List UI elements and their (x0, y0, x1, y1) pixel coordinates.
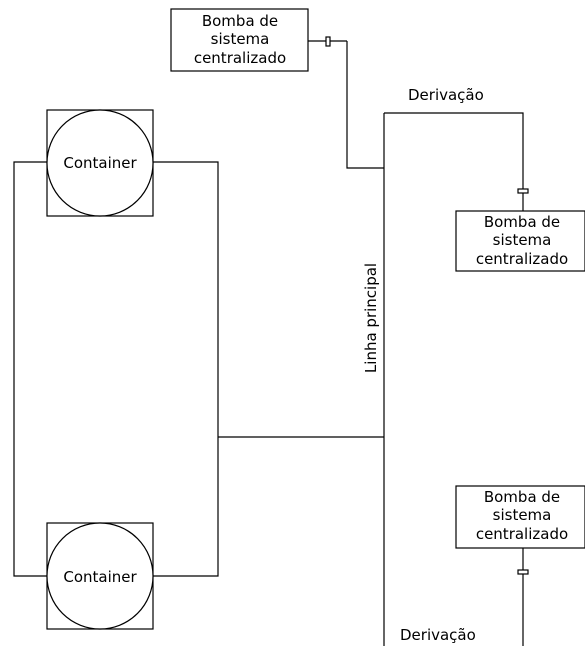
pump-top-box (170, 8, 309, 72)
pump-right-upper[interactable]: Bomba de sistema centralizado (455, 210, 585, 272)
pump-top[interactable]: Bomba de sistema centralizado (170, 8, 309, 72)
container-bottom-circle (46, 522, 154, 630)
main-line-label: Linha principal (362, 263, 380, 373)
branch-bottom-label: Derivação (400, 626, 476, 644)
pump-right-upper-box (455, 210, 585, 272)
container-loop-right (153, 161, 219, 577)
pump-top-connector (325, 36, 331, 47)
pump-top-line3: centralizado (194, 49, 286, 67)
container-top[interactable]: Container (46, 109, 154, 217)
pump-top-feed-line (346, 41, 384, 169)
branch-top-connector (517, 188, 529, 194)
pump-right-lower-line3: centralizado (476, 525, 568, 543)
branch-top-line (384, 112, 524, 211)
pump-top-line1: Bomba de (202, 12, 278, 30)
pump-right-lower[interactable]: Bomba de sistema centralizado (455, 485, 585, 549)
branch-top-label: Derivação (408, 86, 484, 104)
container-top-circle (46, 109, 154, 217)
container-bottom-label: Container (63, 568, 137, 586)
container-loop-left (13, 161, 47, 577)
pump-right-lower-box (455, 485, 585, 549)
container-bottom[interactable]: Container (46, 522, 154, 630)
pump-right-upper-line2: sistema (493, 231, 552, 249)
branch-bottom-connector (517, 569, 529, 575)
pump-right-upper-line3: centralizado (476, 250, 568, 268)
container-top-label: Container (63, 154, 137, 172)
pump-right-upper-line1: Bomba de (484, 213, 560, 231)
pump-top-line2: sistema (211, 30, 270, 48)
pump-right-lower-line1: Bomba de (484, 488, 560, 506)
pump-right-lower-line2: sistema (493, 506, 552, 524)
